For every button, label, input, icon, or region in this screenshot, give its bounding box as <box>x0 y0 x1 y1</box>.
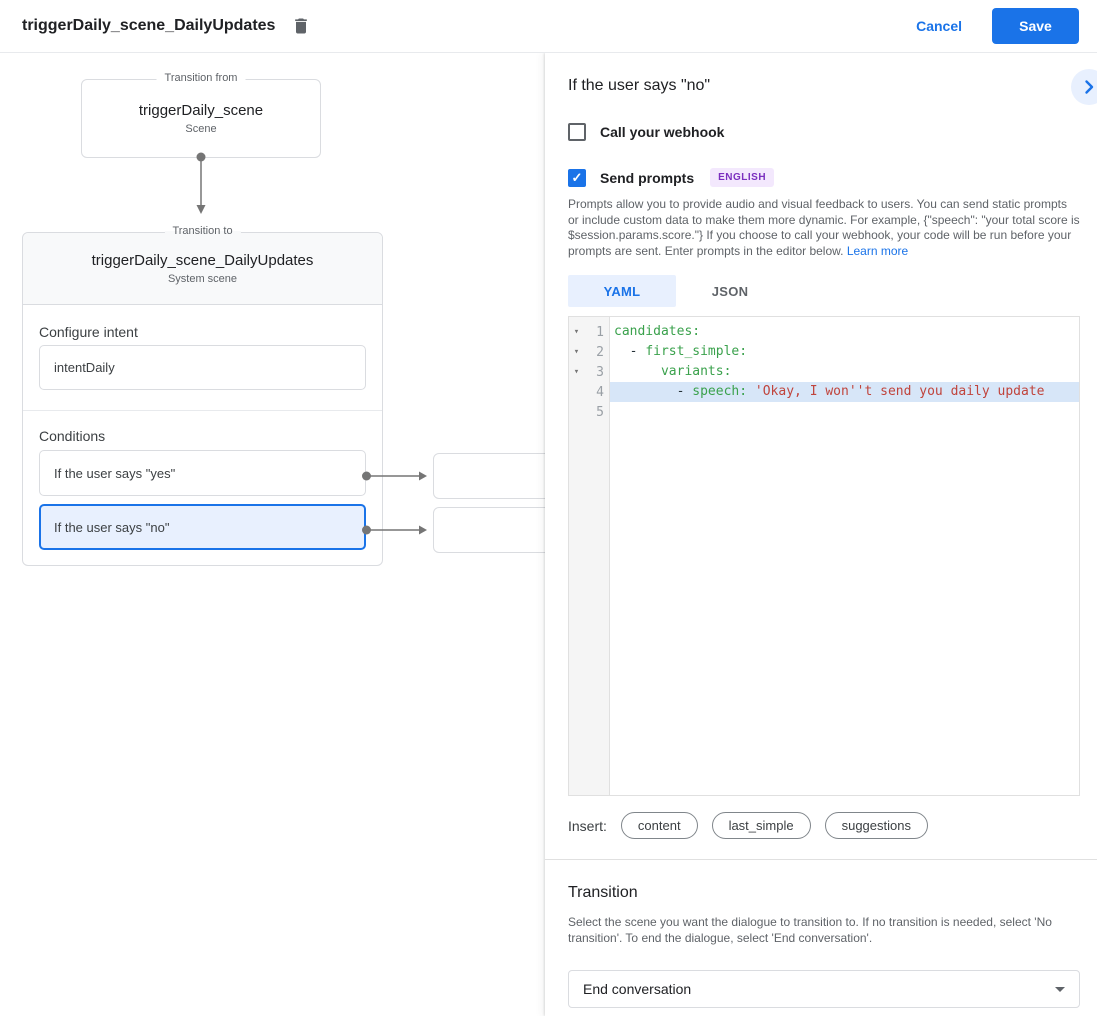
insert-chip-content[interactable]: content <box>620 812 698 839</box>
flow-canvas: Transition from triggerDaily_scene Scene… <box>0 53 545 1016</box>
configure-intent-label: Configure intent <box>39 324 138 340</box>
code-line[interactable]: - speech: 'Okay, I won''t send you daily… <box>610 382 1079 402</box>
editor-tabs: YAML JSON <box>568 275 1080 307</box>
code-line[interactable]: - first_simple: <box>610 342 1079 362</box>
transition-from-label: Transition from <box>156 72 246 84</box>
line-number: 3 <box>596 364 604 380</box>
line-number: 5 <box>596 404 604 420</box>
tab-yaml[interactable]: YAML <box>568 275 676 307</box>
fold-arrow-icon[interactable]: ▾ <box>573 327 580 337</box>
save-button[interactable]: Save <box>992 8 1079 44</box>
transition-title: Transition <box>568 884 638 901</box>
condition-target-node[interactable] <box>433 507 545 553</box>
code-token-key: candidates: <box>614 324 701 339</box>
send-prompts-label: Send prompts <box>600 169 695 186</box>
page-title: triggerDaily_scene_DailyUpdates <box>22 17 276 34</box>
code-token-plain <box>614 364 661 379</box>
gutter-row: ▾2 <box>569 342 609 362</box>
editor-code-area[interactable]: candidates: - first_simple: variants: - … <box>610 317 1079 795</box>
webhook-row: Call your webhook <box>568 123 1080 141</box>
condition-item[interactable]: If the user says "no" <box>39 504 366 550</box>
condition-item[interactable]: If the user says "yes" <box>39 450 366 496</box>
insert-row: Insert: content last_simple suggestions <box>568 812 1080 839</box>
gutter-row: 5 <box>569 402 609 422</box>
webhook-checkbox[interactable] <box>568 123 586 141</box>
code-line[interactable] <box>610 402 1079 422</box>
panel-title: If the user says "no" <box>568 77 711 94</box>
app-header: triggerDaily_scene_DailyUpdates Cancel S… <box>0 0 1097 53</box>
condition-target-node[interactable] <box>433 453 545 499</box>
trash-icon <box>291 16 311 36</box>
from-node-title: triggerDaily_scene <box>138 102 264 119</box>
webhook-label: Call your webhook <box>600 124 725 140</box>
code-token-string: 'Okay, I won''t send you daily update <box>754 384 1045 399</box>
to-node-body: Configure intent intentDaily Conditions … <box>23 305 382 550</box>
header-actions: Cancel Save <box>902 8 1079 44</box>
transition-select-value: End conversation <box>583 981 692 997</box>
learn-more-link[interactable]: Learn more <box>846 243 909 258</box>
fold-arrow-icon[interactable]: ▾ <box>573 347 580 357</box>
from-node-subtitle: Scene <box>185 123 217 135</box>
insert-chips: content last_simple suggestions <box>620 812 928 839</box>
code-line[interactable]: variants: <box>610 362 1079 382</box>
tab-json[interactable]: JSON <box>711 283 749 299</box>
card-divider <box>23 410 382 411</box>
line-number: 2 <box>596 344 604 360</box>
prompts-description: Prompts allow you to provide audio and v… <box>568 197 1080 259</box>
code-token-key: speech: <box>692 384 755 399</box>
code-token-plain: - <box>614 384 693 399</box>
gutter-row: ▾1 <box>569 322 609 342</box>
collapse-panel-button[interactable] <box>1071 69 1097 105</box>
prompts-description-text: Prompts allow you to provide audio and v… <box>568 197 1080 258</box>
condition-arrow-icon <box>362 525 427 535</box>
transition-arrow-icon <box>196 152 206 214</box>
line-number: 4 <box>596 384 604 400</box>
insert-chip-last_simple[interactable]: last_simple <box>711 812 811 839</box>
to-node-header: triggerDaily_scene_DailyUpdates System s… <box>23 233 382 305</box>
code-token-plain: - <box>614 344 646 359</box>
code-token-key: first_simple: <box>645 344 748 359</box>
code-line[interactable]: candidates: <box>610 322 1079 342</box>
condition-arrow-icon <box>362 471 427 481</box>
conditions-list: If the user says "yes" If the user says "… <box>39 450 366 550</box>
condition-detail-panel: If the user says "no" Call your webhook … <box>545 53 1097 1016</box>
gutter-row: ▾3 <box>569 362 609 382</box>
delete-scene-button[interactable] <box>291 16 311 36</box>
code-token-key: variants: <box>660 364 732 379</box>
panel-divider <box>545 859 1097 860</box>
transition-to-label: Transition to <box>164 225 241 237</box>
gutter-row: 4 <box>569 382 609 402</box>
send-prompts-row: ✓ Send prompts ENGLISH <box>568 168 1080 187</box>
insert-label: Insert: <box>568 817 607 834</box>
line-number: 1 <box>596 324 604 340</box>
transition-from-node[interactable]: Transition from triggerDaily_scene Scene <box>81 72 321 158</box>
send-prompts-checkbox[interactable]: ✓ <box>568 168 586 187</box>
intent-item[interactable]: intentDaily <box>39 345 366 390</box>
language-badge: ENGLISH <box>710 168 775 187</box>
conditions-label: Conditions <box>39 428 106 444</box>
to-node-title: triggerDaily_scene_DailyUpdates <box>91 252 314 269</box>
transition-description: Select the scene you want the dialogue t… <box>568 915 1052 945</box>
dropdown-caret-icon <box>1055 986 1065 992</box>
transition-to-card: Transition to triggerDaily_scene_DailyUp… <box>22 225 383 566</box>
chevron-right-icon <box>1077 75 1097 99</box>
insert-chip-suggestions[interactable]: suggestions <box>824 812 928 839</box>
transition-select[interactable]: End conversation <box>568 970 1080 1008</box>
fold-arrow-icon[interactable]: ▾ <box>573 367 580 377</box>
cancel-button[interactable]: Cancel <box>902 10 976 42</box>
to-node-subtitle: System scene <box>167 273 238 285</box>
